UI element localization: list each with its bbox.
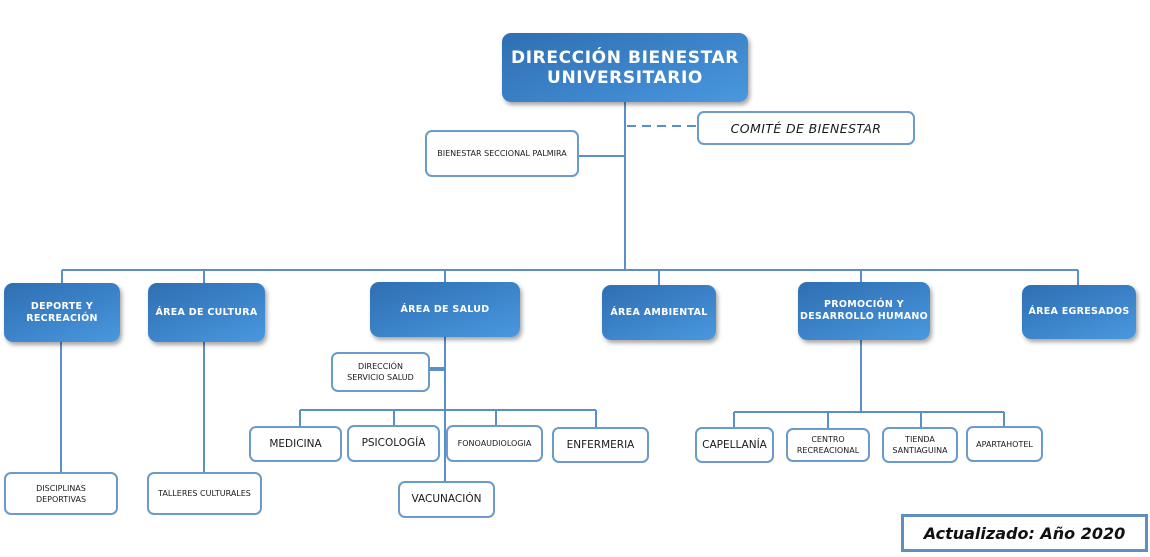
node-label: APARTAHOTEL — [976, 439, 1033, 449]
node-label: SANTIAGUINA — [892, 446, 948, 455]
node-label: RECREACIÓN — [26, 312, 98, 324]
node-psicologia[interactable]: PSICOLOGÍA — [347, 425, 440, 462]
node-label: ÁREA EGRESADOS — [1028, 306, 1130, 317]
node-direccion-bienestar[interactable]: DIRECCIÓN BIENESTAR UNIVERSITARIO — [502, 33, 748, 102]
node-talleres-culturales[interactable]: TALLERES CULTURALES — [147, 472, 262, 515]
node-direccion-servicio-salud[interactable]: DIRECCIÓN SERVICIO SALUD — [331, 352, 430, 392]
node-disciplinas-deportivas[interactable]: DISCIPLINAS DEPORTIVAS — [4, 472, 118, 515]
node-label: FONOAUDIOLOGIA — [457, 439, 532, 448]
node-label: BIENESTAR SECCIONAL PALMIRA — [437, 149, 567, 158]
node-vacunacion[interactable]: VACUNACIÓN — [398, 481, 495, 518]
node-centro-recreacional[interactable]: CENTRO RECREACIONAL — [786, 428, 870, 462]
node-medicina[interactable]: MEDICINA — [249, 426, 342, 462]
node-capellania[interactable]: CAPELLANÍA — [695, 427, 774, 463]
node-label: CENTRO — [811, 435, 845, 444]
node-label: MEDICINA — [269, 437, 322, 450]
node-label: UNIVERSITARIO — [547, 67, 703, 88]
node-label: ÁREA DE CULTURA — [155, 306, 258, 318]
node-label: DEPORTE Y — [30, 300, 94, 312]
node-label: PSICOLOGÍA — [361, 437, 426, 449]
node-label: TIENDA — [905, 435, 935, 444]
node-label: ENFERMERIA — [566, 438, 635, 451]
node-tienda-santiaguina[interactable]: TIENDA SANTIAGUINA — [882, 427, 958, 463]
node-label: PROMOCIÓN Y — [824, 299, 904, 310]
node-label: COMITÉ DE BIENESTAR — [730, 120, 882, 136]
node-label: CAPELLANÍA — [702, 438, 767, 451]
node-label: ÁREA DE SALUD — [400, 303, 490, 315]
node-label: SERVICIO SALUD — [347, 373, 414, 382]
node-area-ambiental[interactable]: ÁREA AMBIENTAL — [602, 285, 716, 340]
node-enfermeria[interactable]: ENFERMERIA — [552, 427, 649, 463]
node-label: VACUNACIÓN — [411, 493, 482, 505]
node-deporte-recreacion[interactable]: DEPORTE Y RECREACIÓN — [4, 283, 120, 342]
node-label: ÁREA AMBIENTAL — [610, 306, 708, 318]
node-label: DISCIPLINAS — [36, 483, 86, 493]
node-label: DEPORTIVAS — [35, 494, 87, 504]
node-promocion-desarrollo[interactable]: PROMOCIÓN Y DESARROLLO HUMANO — [798, 282, 930, 340]
node-area-cultura[interactable]: ÁREA DE CULTURA — [148, 283, 265, 342]
node-apartahotel[interactable]: APARTAHOTEL — [966, 426, 1043, 462]
node-area-salud[interactable]: ÁREA DE SALUD — [370, 282, 520, 337]
node-label: RECREACIONAL — [796, 446, 860, 455]
node-label: DESARROLLO HUMANO — [799, 311, 929, 322]
node-comite-bienestar[interactable]: COMITÉ DE BIENESTAR — [697, 111, 915, 145]
node-label: DIRECCIÓN — [358, 362, 403, 371]
node-area-egresados[interactable]: ÁREA EGRESADOS — [1022, 285, 1136, 339]
node-bienestar-palmira[interactable]: BIENESTAR SECCIONAL PALMIRA — [425, 130, 579, 177]
node-label: TALLERES CULTURALES — [158, 489, 251, 498]
node-fonoaudiologia[interactable]: FONOAUDIOLOGIA — [446, 425, 543, 462]
node-label: DIRECCIÓN BIENESTAR — [511, 47, 739, 68]
updated-text: Actualizado: Año 2020 — [923, 523, 1126, 543]
updated-label: Actualizado: Año 2020 — [901, 514, 1148, 552]
